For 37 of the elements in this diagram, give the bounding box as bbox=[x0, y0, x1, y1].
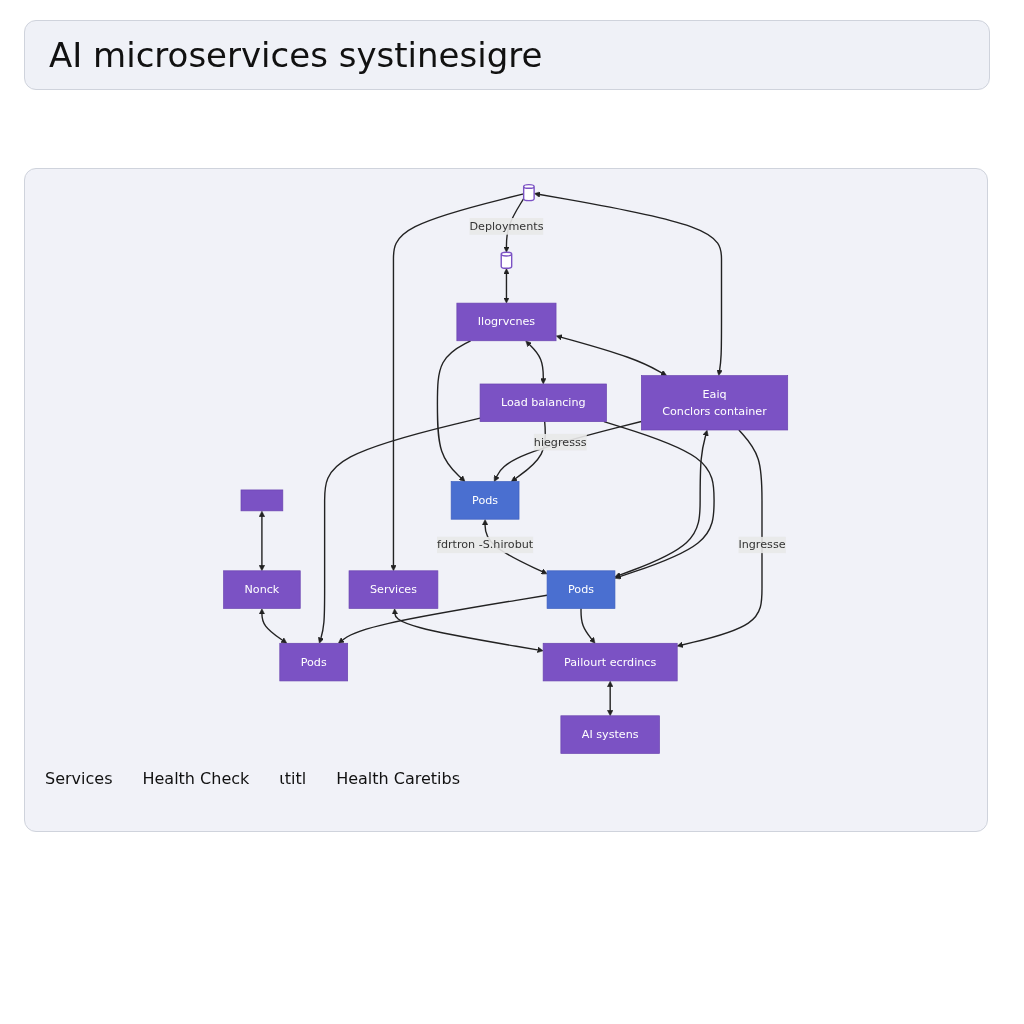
process-box: Pods bbox=[451, 481, 520, 520]
arrow bbox=[392, 608, 544, 653]
edge-label: Deployments bbox=[469, 218, 544, 235]
database-cylinder bbox=[523, 183, 536, 202]
empty-box bbox=[241, 489, 284, 512]
arrow bbox=[603, 420, 716, 580]
edge-label: fdrtron -S.hirobut bbox=[437, 536, 534, 554]
edge-label: Ingresse bbox=[738, 536, 786, 554]
arrow bbox=[580, 607, 596, 644]
process-box: Nonck bbox=[223, 570, 301, 609]
process-box: Pods bbox=[547, 570, 616, 609]
process-box: Services bbox=[349, 570, 439, 609]
arrow bbox=[607, 680, 614, 717]
arrow bbox=[259, 608, 288, 644]
arrow bbox=[259, 510, 266, 572]
process-box: Pods bbox=[279, 642, 349, 682]
database-cylinder bbox=[500, 251, 513, 269]
process-box: AI systens bbox=[560, 715, 661, 754]
process-box: Eaiq Conclors container bbox=[641, 375, 789, 431]
title: AI microservices systinesigre bbox=[24, 20, 990, 90]
process-box: Ilogrvcnes bbox=[456, 302, 557, 342]
arrow bbox=[556, 334, 668, 376]
note-label: Services bbox=[45, 769, 113, 788]
note-label: ιtitl bbox=[279, 769, 307, 788]
arrow bbox=[677, 429, 764, 648]
note-label: Health Check bbox=[142, 769, 250, 788]
arrow bbox=[390, 193, 525, 572]
arrow bbox=[318, 417, 482, 644]
arrow bbox=[338, 594, 549, 644]
process-box: Load balancing bbox=[480, 383, 608, 422]
arrow bbox=[534, 191, 724, 376]
arrow bbox=[525, 340, 547, 385]
arrow bbox=[503, 268, 510, 304]
edge-label: hiegresss bbox=[534, 433, 587, 451]
note-label: Health Caretibs bbox=[336, 769, 461, 788]
process-box: Pailourt ecrdincs bbox=[543, 642, 678, 682]
arrow bbox=[437, 340, 472, 482]
